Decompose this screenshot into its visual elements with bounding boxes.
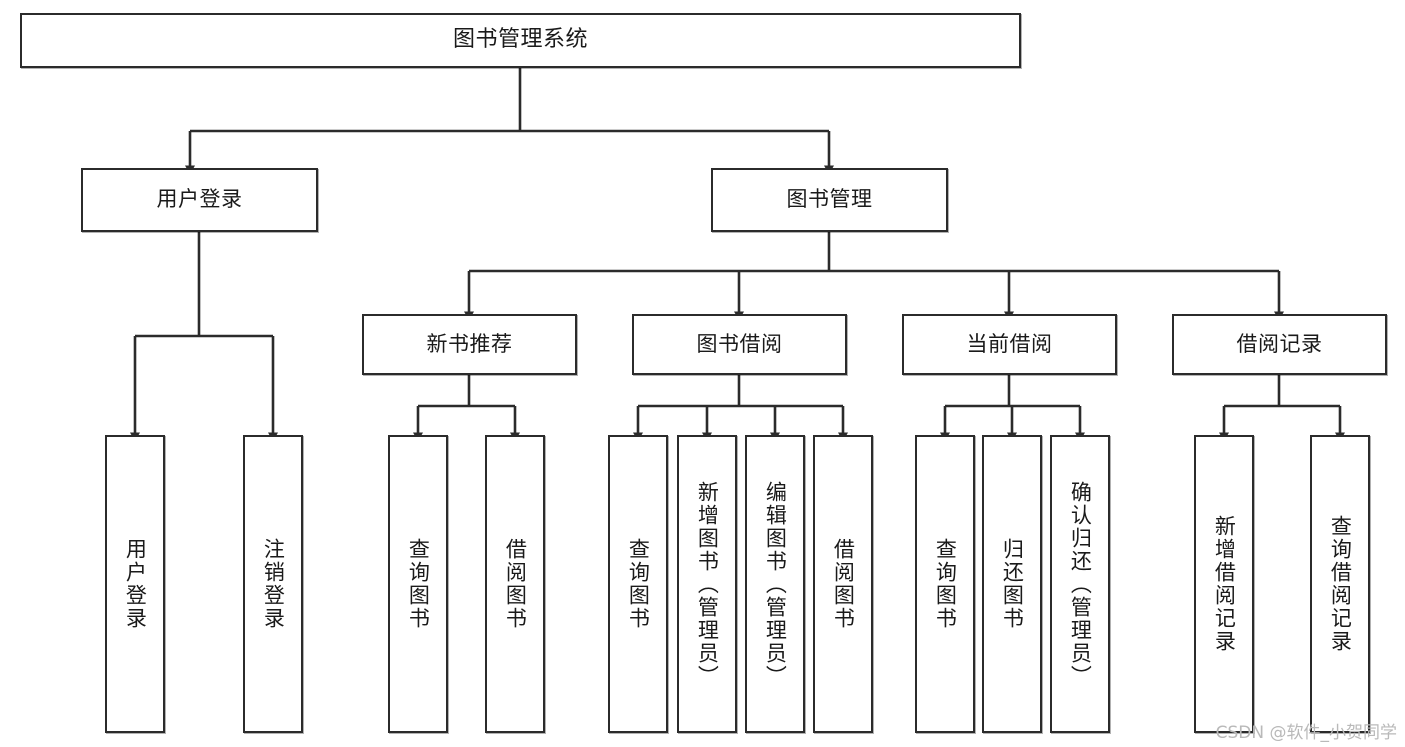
node-book-manage[interactable]: 图书管理: [711, 168, 948, 232]
node-user-login[interactable]: 用户登录: [81, 168, 318, 232]
node-leaf-confirm-return[interactable]: 确认归还（管理员）: [1050, 435, 1110, 733]
node-label-leaf-confirm-return: 确认归还（管理员）: [1068, 480, 1093, 688]
node-label-leaf-add-book: 新增图书（管理员）: [695, 480, 720, 688]
node-leaf-query-book[interactable]: 查询图书: [608, 435, 668, 733]
node-label-book-borrow: 图书借阅: [696, 331, 783, 356]
node-leaf-borrow-book-rec[interactable]: 借阅图书: [485, 435, 545, 733]
node-new-book-rec[interactable]: 新书推荐: [362, 314, 577, 375]
node-leaf-return-book[interactable]: 归还图书: [982, 435, 1042, 733]
node-label-leaf-borrow-book: 借阅图书: [831, 538, 856, 630]
node-leaf-add-book[interactable]: 新增图书（管理员）: [677, 435, 737, 733]
node-label-leaf-query-book-cur: 查询图书: [933, 538, 958, 630]
node-leaf-add-borrow-record[interactable]: 新增借阅记录: [1194, 435, 1254, 733]
node-leaf-user-logout[interactable]: 注销登录: [243, 435, 303, 733]
node-label-leaf-query-book: 查询图书: [626, 538, 651, 630]
node-label-new-book-rec: 新书推荐: [426, 331, 513, 356]
node-label-leaf-return-book: 归还图书: [1000, 538, 1025, 630]
node-label-leaf-add-borrow-record: 新增借阅记录: [1212, 515, 1237, 653]
node-label-borrow-record: 借阅记录: [1236, 331, 1323, 356]
node-leaf-edit-book[interactable]: 编辑图书（管理员）: [745, 435, 805, 733]
node-leaf-query-book-cur[interactable]: 查询图书: [915, 435, 975, 733]
node-leaf-user-login[interactable]: 用户登录: [105, 435, 165, 733]
node-label-leaf-edit-book: 编辑图书（管理员）: [763, 480, 788, 688]
node-borrow-record[interactable]: 借阅记录: [1172, 314, 1387, 375]
node-leaf-query-book-rec[interactable]: 查询图书: [388, 435, 448, 733]
node-label-leaf-borrow-book-rec: 借阅图书: [503, 538, 528, 630]
node-label-root: 图书管理系统: [452, 27, 588, 53]
node-label-current-borrow: 当前借阅: [966, 331, 1053, 356]
node-label-leaf-query-book-rec: 查询图书: [406, 538, 431, 630]
node-label-user-login: 用户登录: [156, 187, 243, 212]
node-book-borrow[interactable]: 图书借阅: [632, 314, 847, 375]
node-label-leaf-query-borrow-record: 查询借阅记录: [1328, 515, 1353, 653]
node-label-leaf-user-logout: 注销登录: [261, 538, 286, 630]
node-root[interactable]: 图书管理系统: [20, 13, 1021, 68]
node-label-leaf-user-login: 用户登录: [123, 538, 148, 630]
node-label-book-manage: 图书管理: [786, 187, 873, 212]
node-current-borrow[interactable]: 当前借阅: [902, 314, 1117, 375]
node-leaf-borrow-book[interactable]: 借阅图书: [813, 435, 873, 733]
node-leaf-query-borrow-record[interactable]: 查询借阅记录: [1310, 435, 1370, 733]
